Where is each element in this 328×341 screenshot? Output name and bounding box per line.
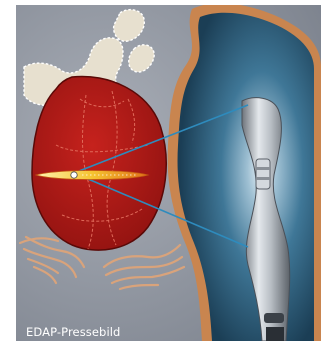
focal-lesion — [36, 171, 148, 180]
hifu-diagram — [16, 5, 321, 341]
illustration-frame: EDAP-Pressebild — [16, 5, 321, 341]
image-credit: EDAP-Pressebild — [26, 325, 120, 339]
